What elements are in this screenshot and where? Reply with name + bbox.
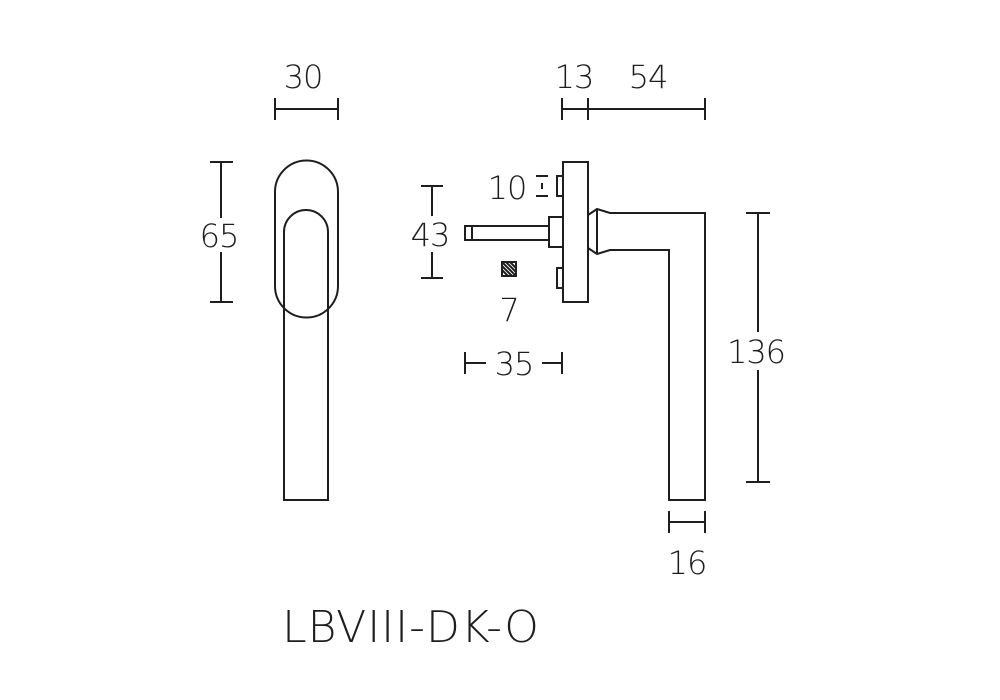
dim-label-handle-width: 16 — [668, 544, 707, 582]
dimension-spindle-length: 43 — [411, 185, 450, 279]
side-view: 7 10 43 35 1 — [411, 58, 786, 582]
front-view: 30 65 — [200, 58, 339, 501]
spindle — [464, 225, 550, 241]
dimension-top-projection: 13 54 — [555, 58, 706, 120]
dim-label-front-width: 30 — [284, 58, 323, 96]
dim-label-pin-offset: 10 — [488, 169, 527, 207]
mounting-pin-top — [556, 175, 564, 197]
dim-label-spindle-projection: 35 — [495, 345, 534, 383]
front-handle-outline — [283, 209, 329, 501]
dimension-pin-offset: 10 — [488, 169, 548, 207]
dim-label-handle-length: 136 — [727, 333, 785, 371]
dimension-handle-length: 136 — [727, 212, 786, 483]
product-code: LBVIII-DK-O — [282, 602, 540, 653]
mounting-pin-bottom — [556, 267, 564, 289]
dimension-handle-width: 16 — [668, 511, 707, 582]
handle-lever-outline — [587, 207, 706, 501]
dimension-front-height: 65 — [200, 161, 239, 303]
front-rose-outline — [274, 159, 339, 319]
rose-plate — [562, 161, 589, 303]
dim-label-front-height: 65 — [200, 217, 239, 255]
dim-label-spindle-square: 7 — [499, 291, 518, 329]
spindle-collar — [548, 216, 564, 248]
dimension-front-width: 30 — [274, 58, 339, 120]
square-spindle-icon — [501, 261, 517, 277]
dimension-spindle-projection: 35 — [464, 345, 563, 383]
dim-label-spindle-length: 43 — [411, 216, 450, 254]
dim-label-handle-projection: 54 — [629, 58, 668, 96]
dim-label-rose-depth: 13 — [555, 58, 594, 96]
